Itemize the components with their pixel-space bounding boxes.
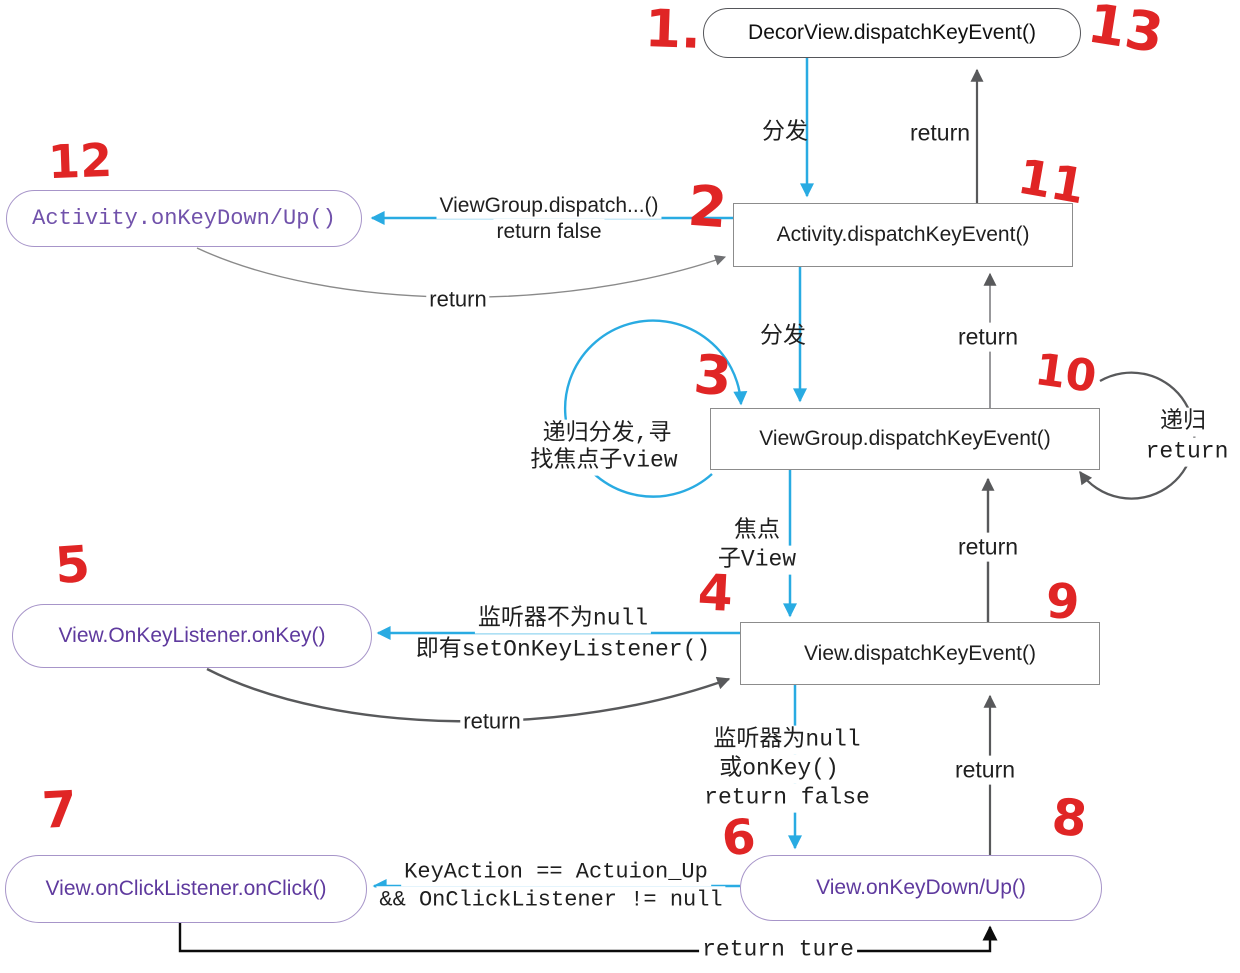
step-number-6: 6 xyxy=(719,808,759,868)
step-number-7: 7 xyxy=(40,780,79,840)
step-number-9: 9 xyxy=(1045,573,1081,631)
edge-label-return-from-onkeylistener: return xyxy=(460,707,524,735)
step-number-8: 8 xyxy=(1049,787,1090,849)
edge-label-listener-not-null-line1: 监听器不为null xyxy=(474,604,652,634)
node-view-onclicklistener-onclick: View.onClickListener.onClick() xyxy=(5,855,367,923)
edge-label-recursive-return-line2: return xyxy=(1142,437,1232,467)
edge-label-return-false-top: return false xyxy=(493,218,605,246)
edge-label-return-to-viewgroup: return xyxy=(954,532,1022,562)
edge-label-listener-null-line3: return false xyxy=(701,783,873,813)
edge-label-keyaction-line1: KeyAction == Actuion_Up xyxy=(401,858,711,886)
node-view-dispatchkeyevent: View.dispatchKeyEvent() xyxy=(740,622,1100,685)
edge-label-dispatch-1: 分发 xyxy=(762,119,808,146)
edge-label-viewgroup-dispatch: ViewGroup.dispatch...() xyxy=(436,192,662,220)
edge-label-focus-child-line2: 子View xyxy=(714,545,800,575)
step-number-4: 4 xyxy=(696,563,735,623)
node-view-onkeydown-up: View.onKeyDown/Up() xyxy=(740,855,1102,921)
edge-label-return-to-decor: return xyxy=(909,119,971,146)
node-activity-onkeydown-up: Activity.onKeyDown/Up() xyxy=(6,190,362,247)
step-number-12: 12 xyxy=(47,132,113,190)
step-number-10: 10 xyxy=(1031,343,1100,404)
edge-label-keyaction-line2: && OnClickListener != null xyxy=(376,886,726,914)
edge-label-return-true: return ture xyxy=(699,935,857,965)
edge-label-focus-child-line1: 焦点 xyxy=(731,516,783,546)
edge-label-dispatch-2: 分发 xyxy=(760,323,806,350)
edge-label-return-to-activity: return xyxy=(954,322,1022,352)
step-number-2: 2 xyxy=(685,173,730,242)
node-viewgroup-dispatchkeyevent: ViewGroup.dispatchKeyEvent() xyxy=(710,408,1100,470)
node-view-onkeylistener-onkey: View.OnKeyListener.onKey() xyxy=(12,604,372,668)
node-activity-dispatchkeyevent: Activity.dispatchKeyEvent() xyxy=(733,203,1073,267)
return-true-elbow-onclick-to-onkeydown xyxy=(178,923,998,953)
node-decorview-dispatchkeyevent: DecorView.dispatchKeyEvent() xyxy=(703,8,1081,58)
edge-label-recursive-dispatch-line2: 找焦点子view xyxy=(527,446,681,476)
edge-label-recursive-dispatch-line1: 递归分发,寻 xyxy=(539,419,675,449)
recursive-dispatch-self-loop xyxy=(563,319,748,498)
return-curve-onkeylistener-to-view xyxy=(206,667,731,723)
step-number-3: 3 xyxy=(691,342,735,409)
step-number-11: 11 xyxy=(1013,148,1090,216)
edge-label-return-to-view: return xyxy=(951,755,1019,785)
edge-label-listener-null-line1: 监听器为null xyxy=(710,725,864,755)
edge-label-listener-null-line2: 或onKey() xyxy=(716,754,842,784)
edge-label-listener-not-null-line2: 即有setOnKeyListener() xyxy=(412,635,714,665)
edge-label-return-from-activity-onkey: return xyxy=(426,285,490,313)
step-number-5: 5 xyxy=(53,534,92,596)
step-number-1: 1. xyxy=(643,0,702,61)
step-number-13: 13 xyxy=(1083,0,1168,66)
edge-label-recursive-return-line1: 递归 xyxy=(1157,407,1209,437)
